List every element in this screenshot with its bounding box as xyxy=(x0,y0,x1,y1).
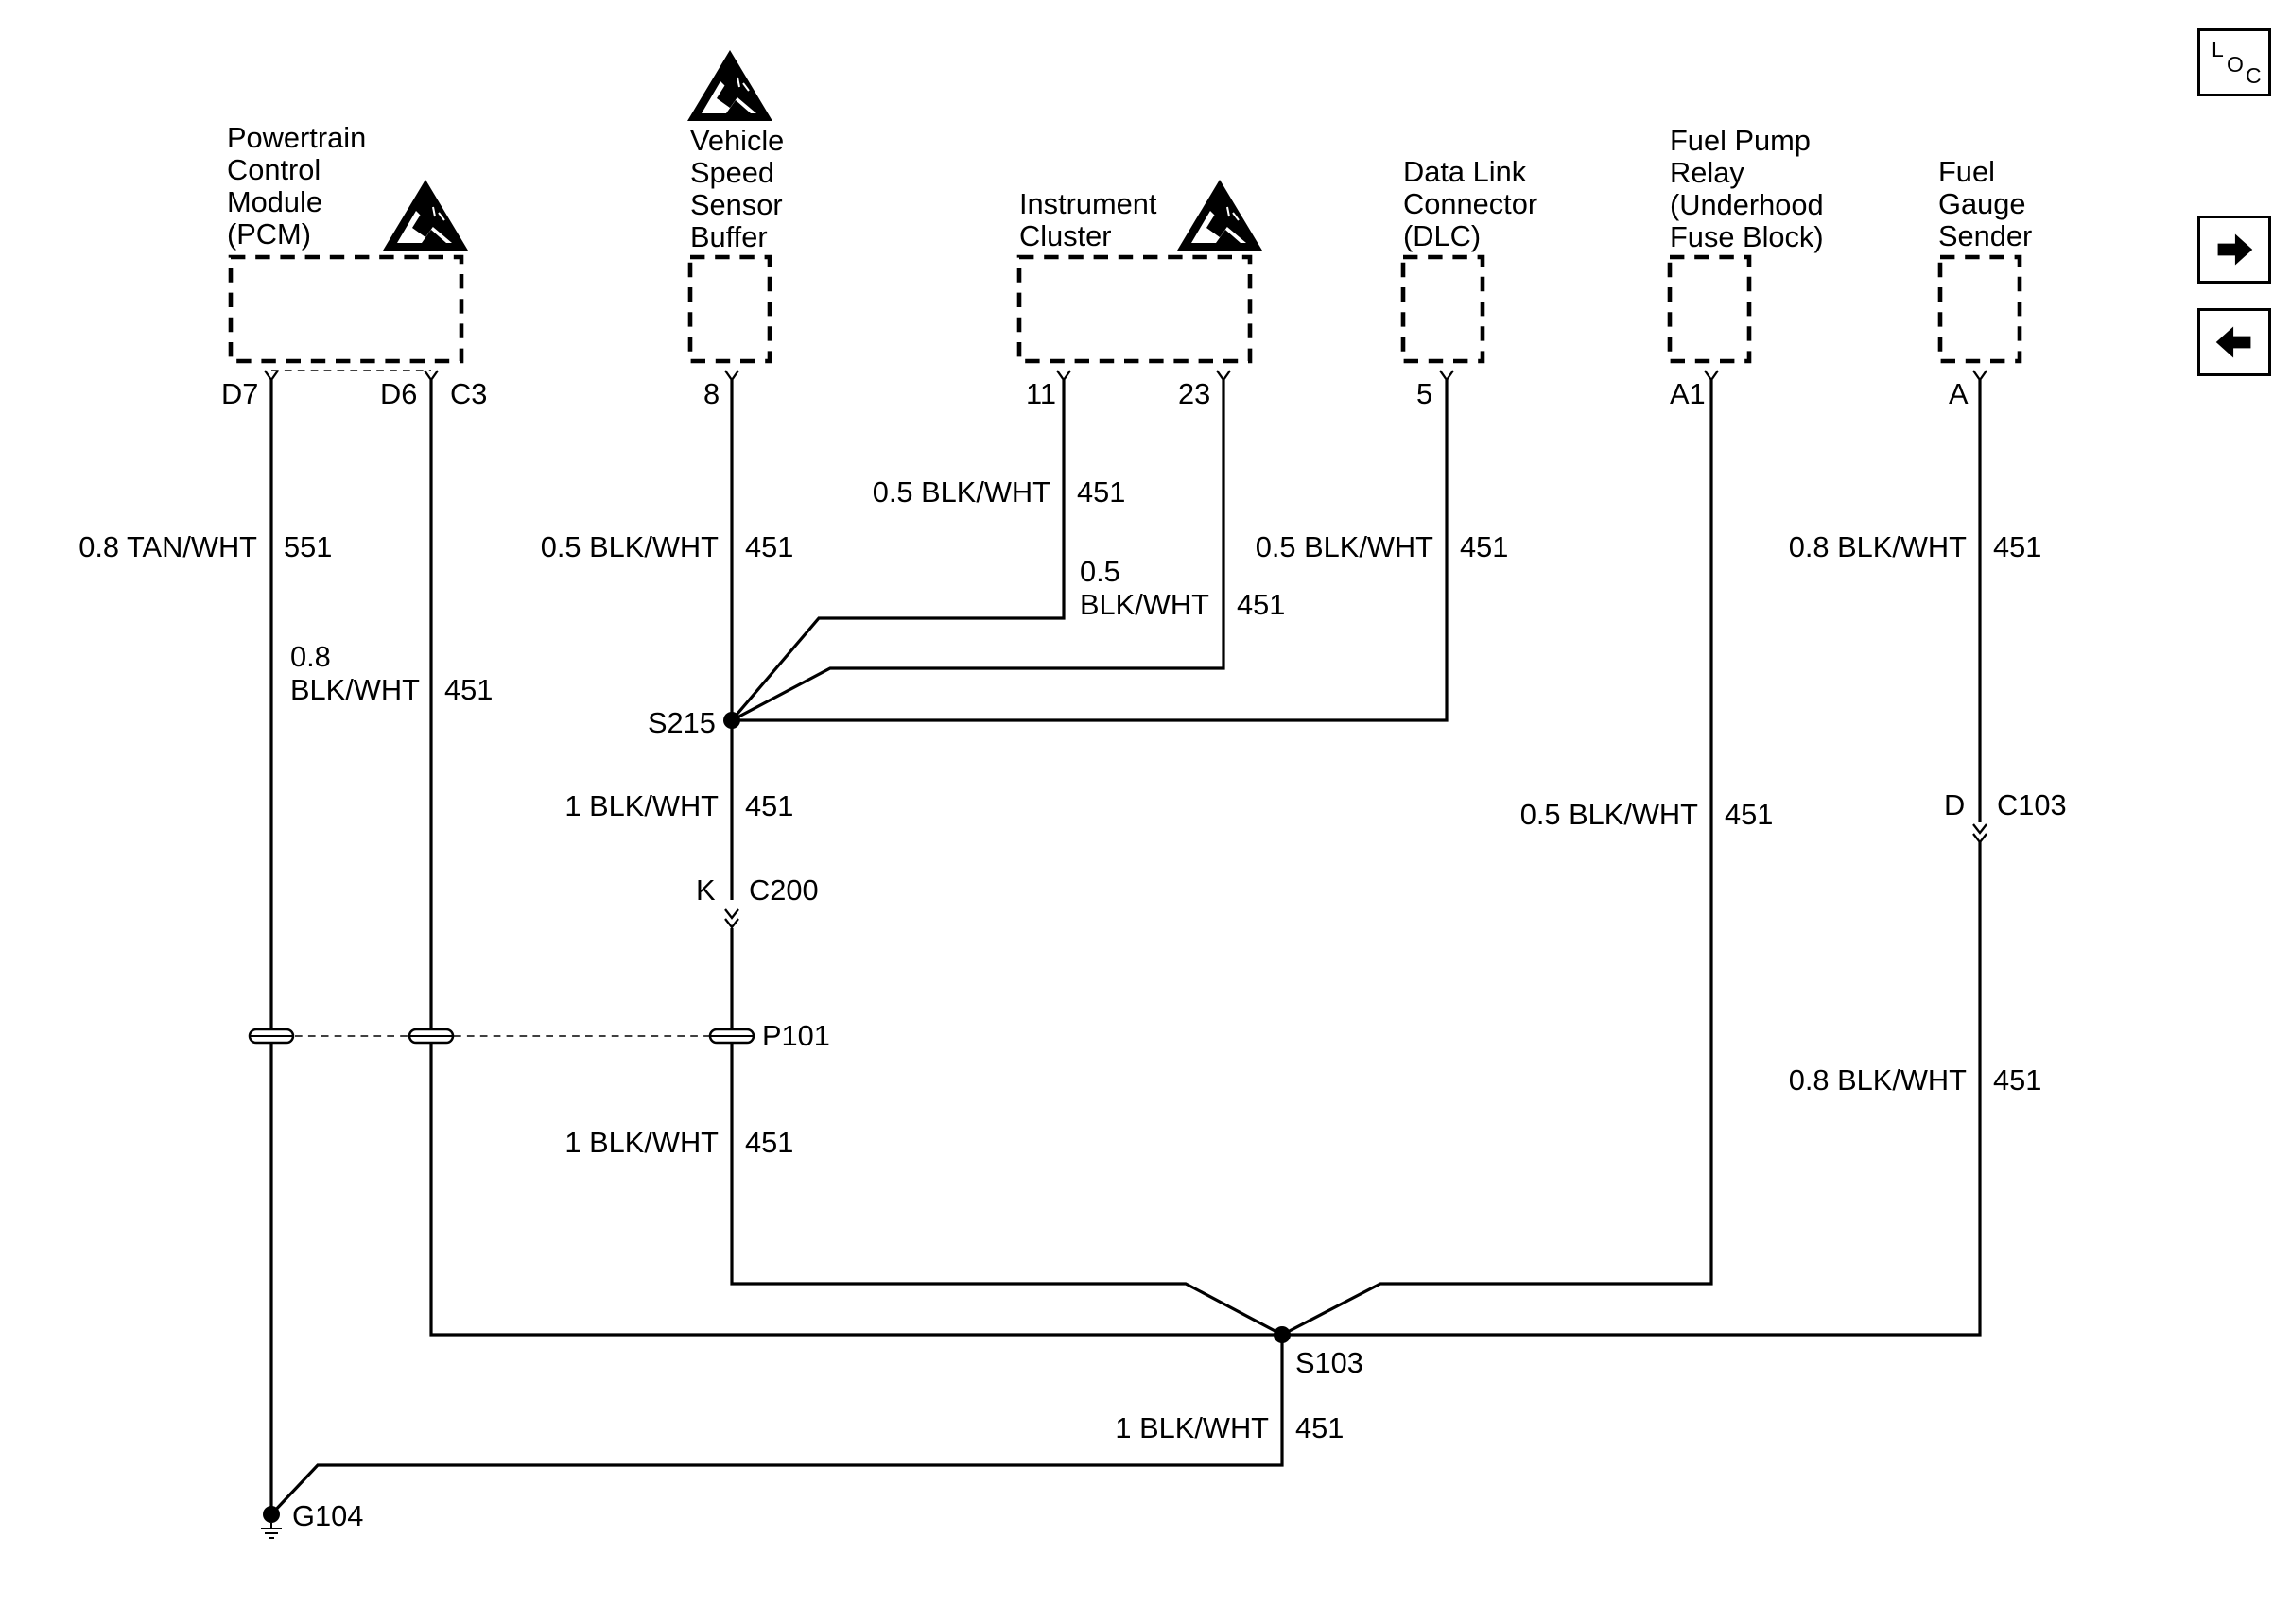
pcm-label: Powertrain Control Module (PCM) xyxy=(227,121,374,251)
p101-label: P101 xyxy=(762,1019,830,1052)
pin-label: 8 xyxy=(703,377,720,410)
vss-buffer-label: Vehicle Speed Sensor Buffer xyxy=(690,124,792,253)
wire-size-color-label: 0.5 BLK/WHT xyxy=(873,475,1050,509)
wire-size-color-label: 0.8 BLK/WHT xyxy=(1789,530,1967,563)
location-button[interactable]: L O C xyxy=(2197,28,2271,96)
s215-splice-dot xyxy=(723,712,740,729)
circuit-number-label: 451 xyxy=(1993,530,2041,563)
c200-pin-label: K xyxy=(696,873,716,907)
c200-label: C200 xyxy=(749,873,819,907)
wire-size-color-label: 0.8 BLK/WHT xyxy=(290,640,420,706)
wire-p101-s103 xyxy=(730,928,1283,1337)
g104-label: G104 xyxy=(292,1499,363,1532)
instrument-cluster-box xyxy=(1016,254,1253,364)
circuit-number-label: 551 xyxy=(284,530,332,563)
pin-label: 11 xyxy=(1026,377,1056,410)
pin-label: 5 xyxy=(1416,377,1432,410)
fuel-pump-relay-label: Fuel Pump Relay (Underhood Fuse Block) xyxy=(1670,124,1831,253)
circuit-number-label: 451 xyxy=(1460,530,1508,563)
loc-letter: C xyxy=(2246,63,2262,88)
fuel-pump-relay-box xyxy=(1667,254,1752,364)
circuit-number-label: 451 xyxy=(1725,798,1773,831)
dlc-box xyxy=(1400,254,1485,364)
pin-label: D7 xyxy=(221,377,258,410)
fuel-gauge-sender-box xyxy=(1937,254,2022,364)
pin-label: C3 xyxy=(450,377,487,410)
arrow-right-icon xyxy=(2217,233,2253,266)
dlc-label: Data Link Connector (DLC) xyxy=(1403,155,1546,252)
wire-size-color-label: 0.5 BLK/WHT xyxy=(541,530,719,563)
circuit-number-label: 451 xyxy=(1993,1063,2041,1097)
wire-size-color-label: 0.8 BLK/WHT xyxy=(1789,1063,1967,1097)
s103-splice-dot xyxy=(1274,1326,1291,1343)
s103-label: S103 xyxy=(1295,1346,1363,1379)
wire-size-color-label: 1 BLK/WHT xyxy=(564,789,719,822)
wire-dlc-5 xyxy=(732,380,1449,722)
pin-label: D6 xyxy=(380,377,417,410)
wire-size-color-label: 1 BLK/WHT xyxy=(564,1126,719,1159)
c200-connector-symbol xyxy=(724,908,739,929)
instrument-cluster-label: Instrument Cluster xyxy=(1019,187,1165,252)
wire-size-color-label: 0.5 BLK/WHT xyxy=(1256,530,1433,563)
loc-letter: L xyxy=(2212,37,2224,61)
circuit-number-label: 451 xyxy=(1295,1411,1344,1444)
circuit-number-label: 451 xyxy=(444,673,493,706)
fuel-gauge-sender-label: Fuel Gauge Sender xyxy=(1938,155,2034,252)
wire-s103-g104 xyxy=(269,1335,1284,1516)
wire-size-color-label: 1 BLK/WHT xyxy=(1115,1411,1269,1444)
g104-ground-dot xyxy=(263,1506,280,1523)
circuit-number-label: 451 xyxy=(745,530,793,563)
vss-buffer-box xyxy=(687,254,772,364)
pin-label: 23 xyxy=(1178,377,1210,410)
c103-pin-label: D xyxy=(1944,788,1965,821)
wire-ic-11 xyxy=(730,380,1066,722)
pin-terminals xyxy=(264,370,1987,383)
previous-page-button[interactable] xyxy=(2197,308,2271,376)
esd-warning-icon xyxy=(1176,179,1263,251)
circuit-number-label: 451 xyxy=(745,789,793,822)
wire-size-color-label: 0.5 BLK/WHT xyxy=(1520,798,1698,831)
next-page-button[interactable] xyxy=(2197,216,2271,284)
arrow-left-icon xyxy=(2215,326,2251,358)
circuit-number-label: 451 xyxy=(1077,475,1125,509)
wire-size-color-label: 0.8 TAN/WHT xyxy=(78,530,257,563)
wire-pcm-c3 xyxy=(429,380,1282,1337)
c103-connector-symbol xyxy=(1972,823,1987,844)
circuit-number-label: 451 xyxy=(1237,588,1285,621)
ground-icon xyxy=(261,1523,282,1539)
wire-c103-s103 xyxy=(1282,841,1982,1337)
pin-label: A xyxy=(1949,377,1969,410)
wire-size-color-label: 0.5 BLK/WHT xyxy=(1080,555,1209,621)
s215-label: S215 xyxy=(648,706,716,739)
esd-warning-icon xyxy=(686,49,773,122)
pcm-box xyxy=(228,254,464,364)
c103-label: C103 xyxy=(1997,788,2067,821)
p101-grommets xyxy=(248,1028,755,1045)
loc-letter: O xyxy=(2227,52,2244,77)
pin-label: A1 xyxy=(1670,377,1706,410)
wire-ic-23 xyxy=(731,380,1225,722)
wire-fpr-a1 xyxy=(1281,380,1713,1337)
circuit-number-label: 451 xyxy=(745,1126,793,1159)
esd-warning-icon xyxy=(382,179,469,251)
